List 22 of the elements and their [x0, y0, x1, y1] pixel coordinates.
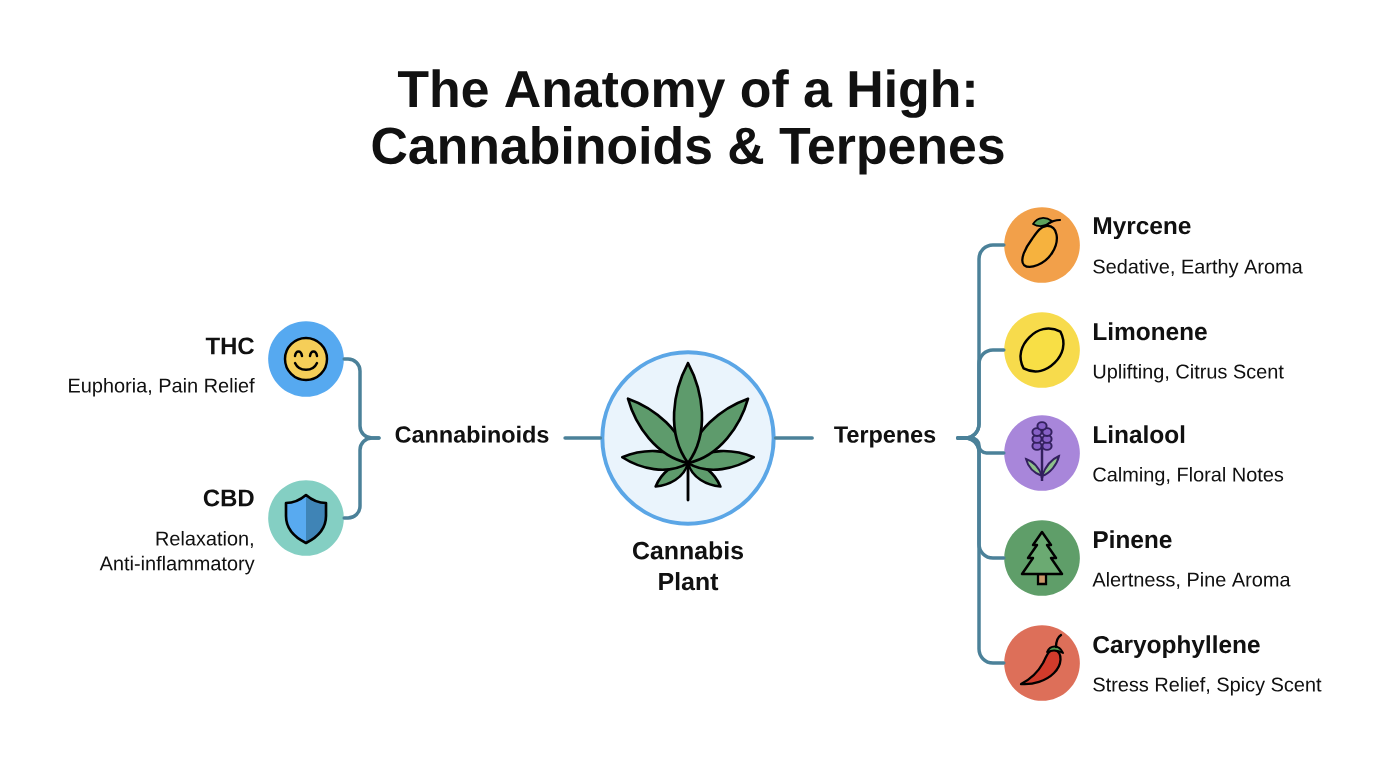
connector-line: [563, 436, 603, 440]
node-label: Cannabis Plant: [633, 541, 743, 591]
node-description: Calming, Floral Notes: [1093, 466, 1284, 486]
category-label: Terpenes: [834, 426, 936, 448]
connector-line: [342, 436, 381, 520]
node-description: Euphoria, Pain Relief: [69, 377, 255, 397]
node-heading: Linalool: [1094, 425, 1185, 444]
category-label: Cannabinoids: [395, 425, 549, 443]
node-description: Uplifting, Citrus Scent: [1093, 363, 1284, 383]
title: The Anatomy of a High: Cannabinoids & Terpenes: [372, 69, 1004, 175]
node-heading: Caryophyllene: [1093, 635, 1260, 658]
connector-line: [773, 436, 814, 440]
node-description: Sedative, Earthy Aroma: [1093, 258, 1303, 278]
node-heading: Limonene: [1094, 322, 1207, 341]
connector-line: [956, 436, 1006, 665]
node-heading: CBD: [203, 489, 254, 507]
node-description: Alertness, Pine Aroma: [1092, 571, 1291, 589]
node-heading: Myrcene: [1094, 217, 1191, 240]
node-heading: Pinene: [1094, 530, 1172, 549]
node-description: Relaxation, Anti-inflammatory: [99, 530, 255, 575]
node-heading: THC: [205, 337, 254, 355]
node-description: Stress Relief, Spicy Scent: [1093, 676, 1322, 696]
